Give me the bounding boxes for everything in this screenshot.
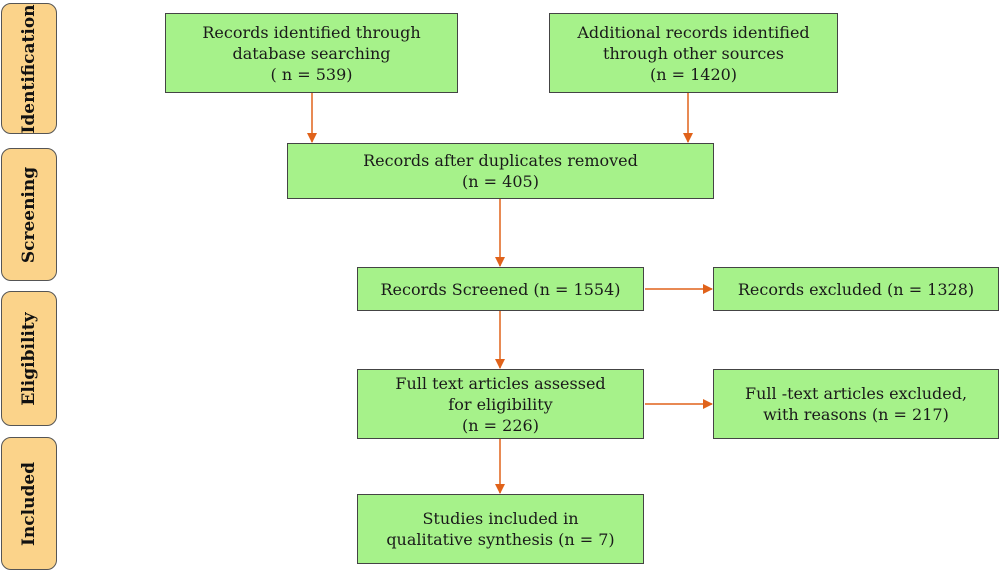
box-records-screened: Records Screened (n = 1554) <box>357 267 644 311</box>
stage-identification-label: Identification <box>19 3 39 134</box>
stage-eligibility-label: Eligibility <box>19 311 39 406</box>
box-other-line1: Additional records identified <box>577 22 810 42</box>
box-included-line2: qualitative synthesis (n = 7) <box>386 530 615 549</box>
box-fulltext-excluded-line1: Full -text articles excluded, <box>744 384 968 403</box>
box-fulltext-assessed: Full text articles assessed for eligibil… <box>357 369 644 439</box>
box-included-line1: Studies included in <box>422 509 579 528</box>
box-duplicates-line1: Records after duplicates removed <box>363 151 638 170</box>
box-database-line1: Records identified through <box>202 22 421 42</box>
stage-included-label: Included <box>19 461 39 546</box>
box-duplicates-line2: (n = 405) <box>462 172 539 191</box>
box-database-records: Records identified through database sear… <box>165 13 458 93</box>
box-duplicates-removed: Records after duplicates removed (n = 40… <box>287 143 714 199</box>
box-fulltext-excluded-line2: with reasons (n = 217) <box>763 405 949 424</box>
box-other-line3: (n = 1420) <box>649 64 738 84</box>
box-screened-line1: Records Screened (n = 1554) <box>380 279 621 299</box>
box-fulltext-line1: Full text articles assessed <box>395 373 606 393</box>
stage-eligibility: Eligibility <box>1 291 57 426</box>
box-fulltext-line3: (n = 226) <box>462 415 539 435</box>
box-studies-included: Studies included in qualitative synthesi… <box>357 494 644 564</box>
box-fulltext-line2: for eligibility <box>448 394 553 414</box>
stage-identification: Identification <box>1 3 57 134</box>
stage-included: Included <box>1 437 57 570</box>
box-database-line3: ( n = 539) <box>270 64 353 84</box>
box-fulltext-excluded: Full -text articles excluded, with reaso… <box>713 369 999 439</box>
box-other-sources: Additional records identified through ot… <box>549 13 838 93</box>
box-excluded-line1: Records excluded (n = 1328) <box>737 279 975 299</box>
box-other-line2: through other sources <box>603 43 784 63</box>
box-records-excluded: Records excluded (n = 1328) <box>713 267 999 311</box>
stage-screening: Screening <box>1 148 57 281</box>
box-database-line2: database searching <box>232 43 391 63</box>
stage-screening-label: Screening <box>19 166 39 263</box>
